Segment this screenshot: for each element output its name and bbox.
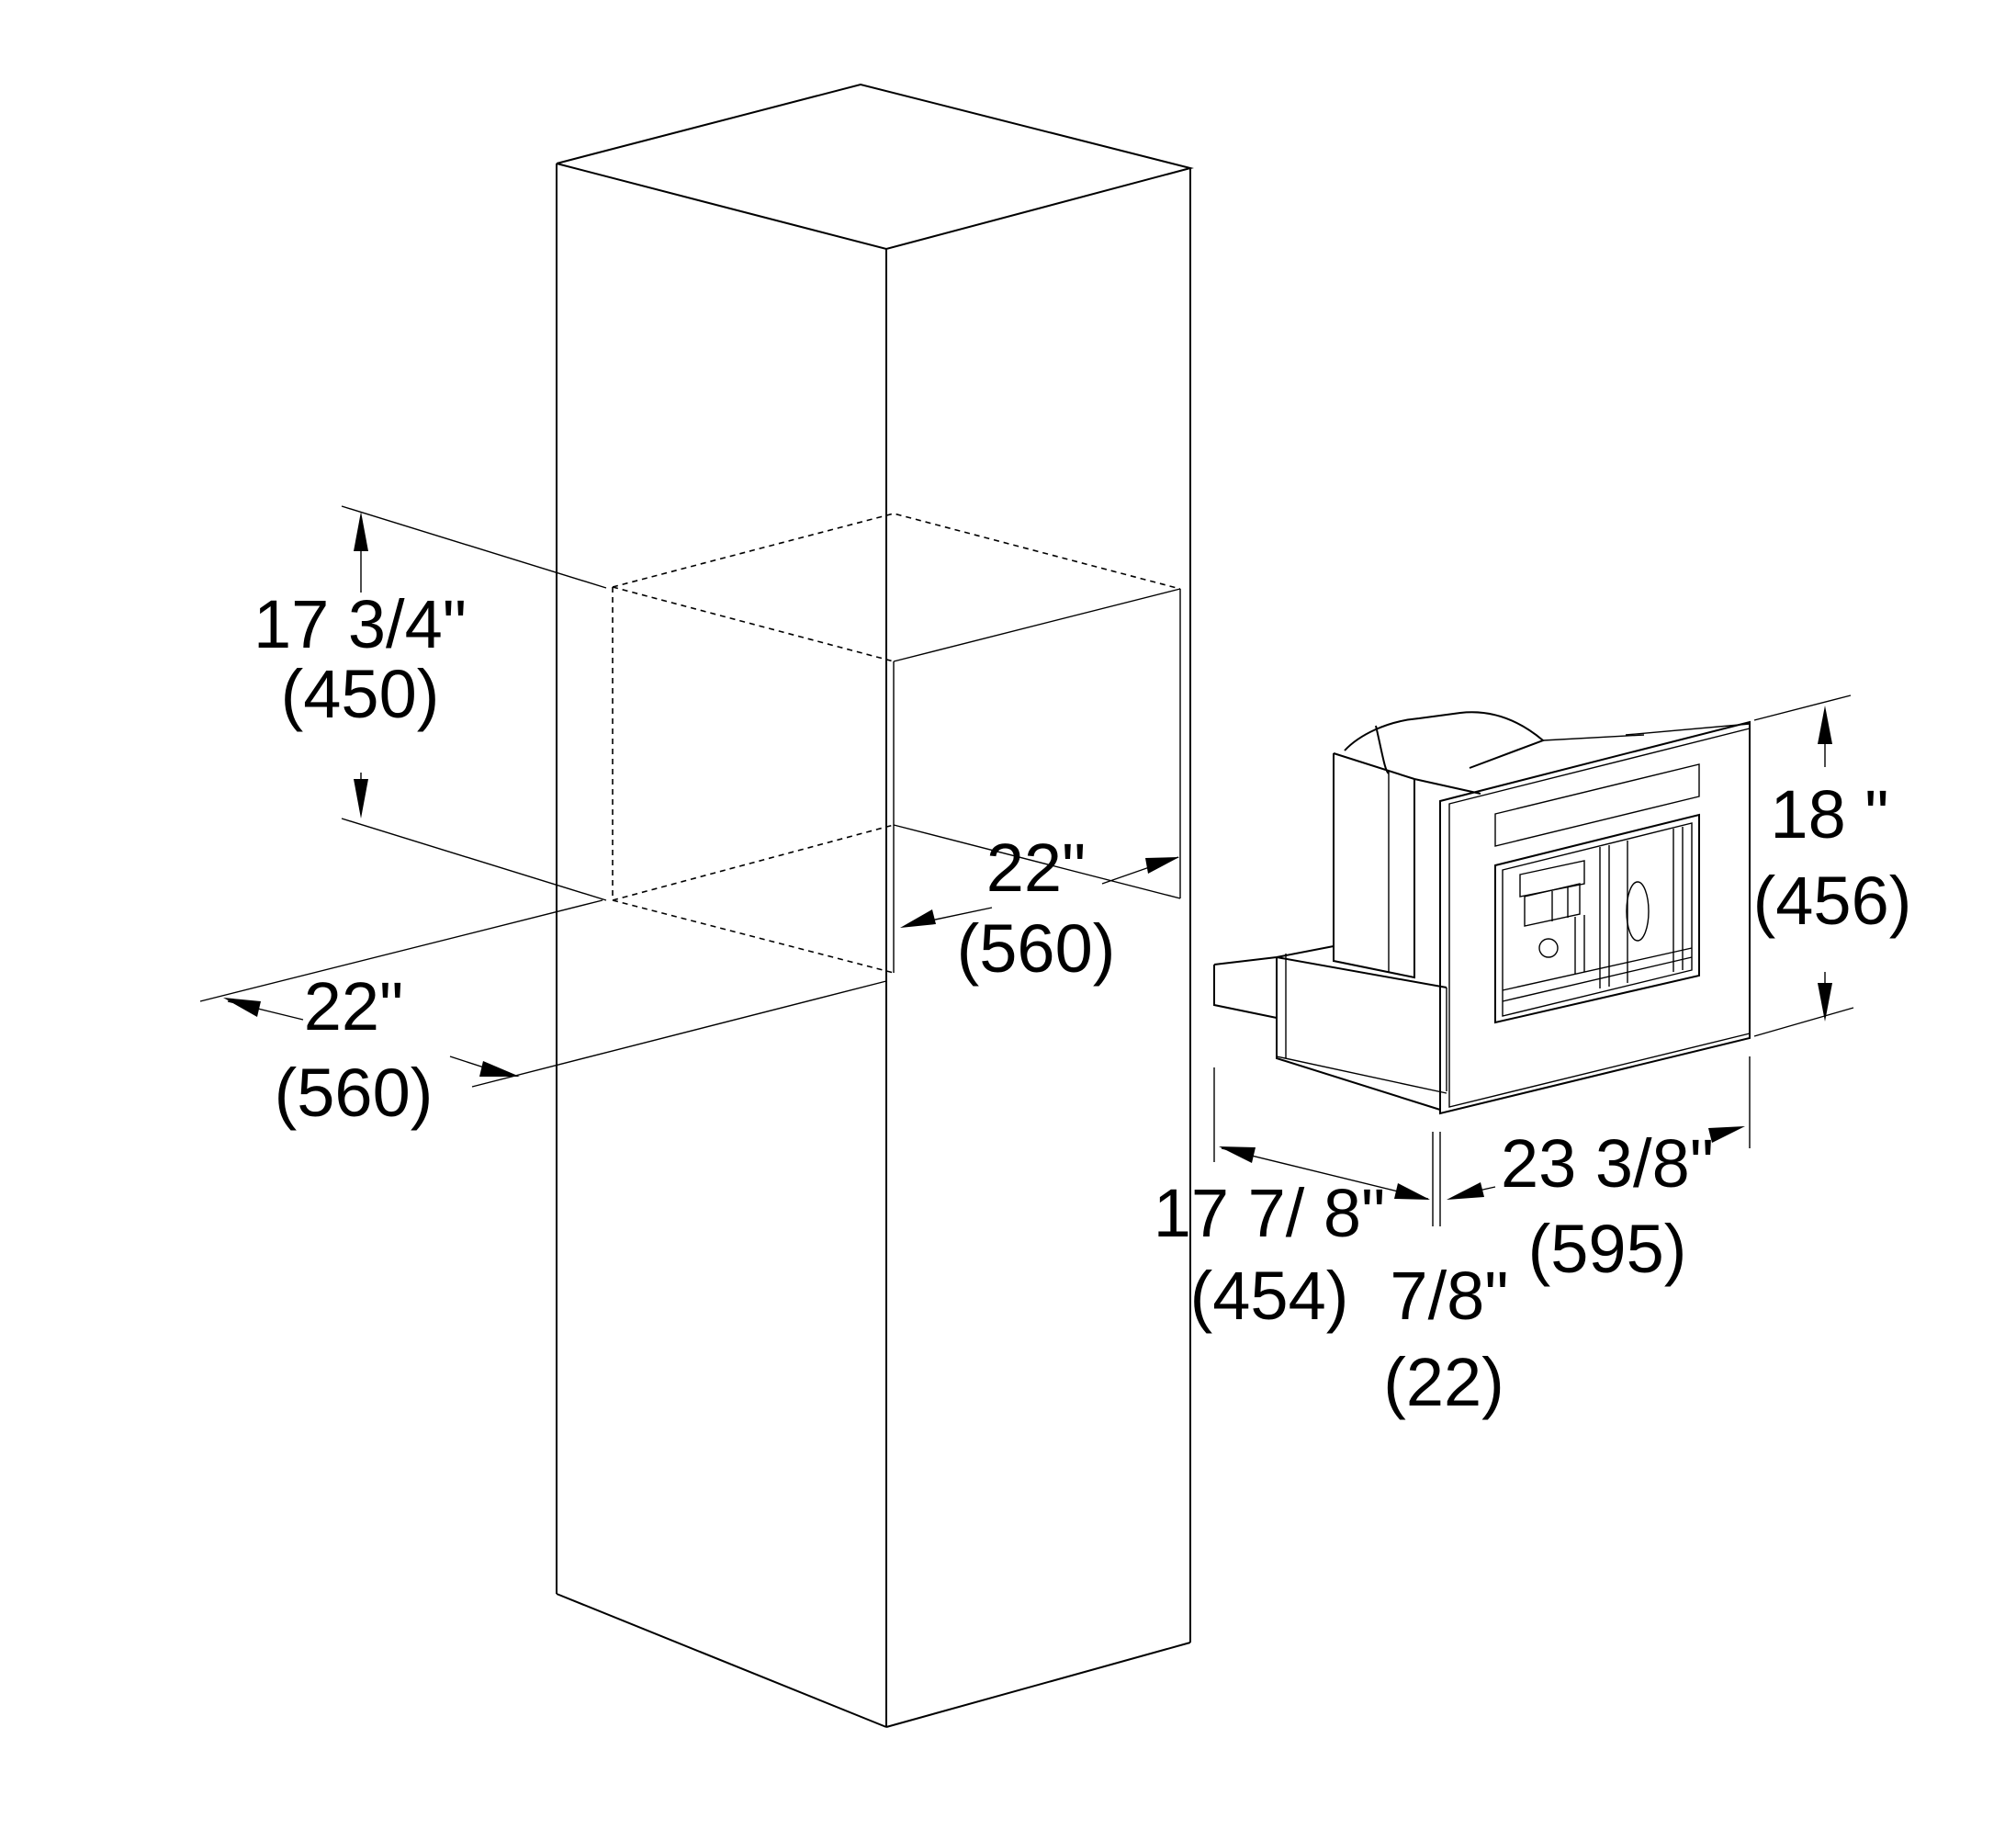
appliance-height-metric: (456) [1753, 863, 1912, 939]
appliance-height-dimension [1753, 694, 1854, 1037]
appliance-height-imperial: 18 " [1770, 776, 1888, 852]
cutout-height-metric: (450) [281, 656, 440, 732]
cutout-width-imperial: 22" [986, 830, 1087, 906]
appliance-depth-metric: (454) [1190, 1258, 1349, 1334]
cutout-depth-dimension [199, 899, 887, 1088]
appliance-depth-imperial: 17 7/ 8" [1154, 1175, 1386, 1251]
cutout-height-imperial: 17 3/4" [253, 586, 467, 662]
cutout-height-dimension [341, 505, 607, 901]
cabinet-column [556, 83, 1194, 1728]
appliance-width-metric: (595) [1528, 1211, 1687, 1287]
coffee-machine [1213, 711, 1751, 1115]
front-panel-depth-metric: (22) [1383, 1344, 1504, 1420]
front-panel-depth-imperial: 7/8" [1390, 1258, 1508, 1334]
cutout-width-dimension [900, 856, 1179, 928]
appliance-width-imperial: 23 3/8" [1501, 1125, 1714, 1202]
cutout-depth-metric: (560) [275, 1055, 434, 1131]
appliance-width-dimension [1439, 1056, 1751, 1226]
appliance-depth-dimension [1213, 1067, 1434, 1226]
cutout-width-metric: (560) [957, 910, 1116, 987]
cutout-depth-imperial: 22" [304, 968, 404, 1044]
cutout-niche [612, 513, 1181, 974]
